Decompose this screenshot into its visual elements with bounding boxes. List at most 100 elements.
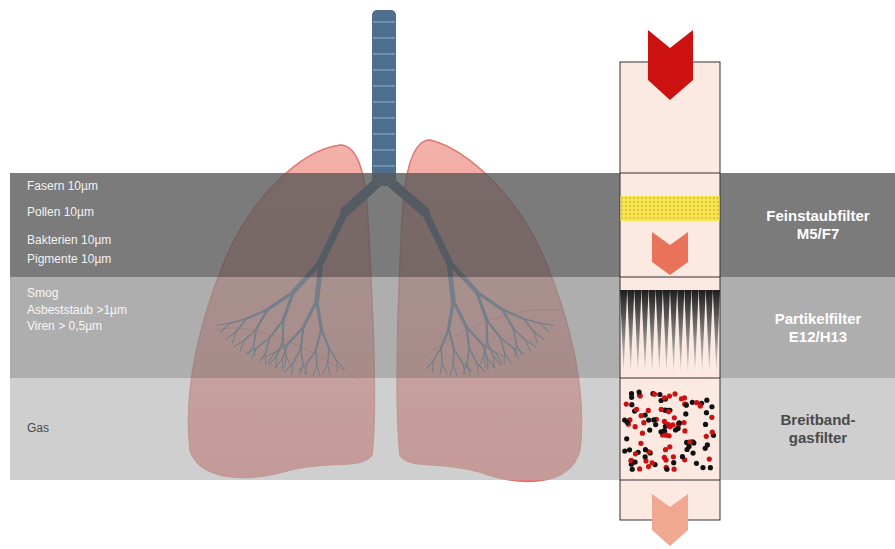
granule	[704, 434, 709, 439]
granule	[667, 444, 672, 449]
trachea-ring	[373, 149, 395, 151]
granule	[663, 433, 668, 438]
granule	[675, 426, 680, 431]
granule	[681, 420, 686, 425]
granule	[708, 465, 713, 470]
filter-pleat	[627, 290, 634, 372]
granule	[704, 410, 709, 415]
filter-stage-band: Fasern 10µmPollen 10µmBakterien 10µmPigm…	[10, 173, 895, 277]
outflow-arrow	[652, 494, 688, 546]
granule	[622, 448, 627, 453]
granule	[684, 403, 689, 408]
granule	[667, 393, 672, 398]
granule	[633, 424, 638, 429]
granule	[700, 465, 705, 470]
granule	[646, 417, 651, 422]
trachea-ring	[373, 165, 395, 167]
granule	[630, 467, 635, 472]
granule	[672, 467, 677, 472]
filter-pleat	[699, 290, 706, 372]
granule	[668, 424, 673, 429]
filter-pleat	[713, 290, 720, 372]
granule	[632, 460, 637, 465]
granule	[710, 430, 715, 435]
granule	[649, 460, 654, 465]
granule	[663, 447, 668, 452]
granule	[709, 415, 714, 420]
filter-stage-band: GasBreitband- gasfilter	[10, 378, 895, 480]
granule	[643, 447, 648, 452]
granule	[641, 420, 646, 425]
granule	[698, 403, 703, 408]
granule	[659, 407, 664, 412]
trachea-ring	[373, 133, 395, 135]
granule	[640, 431, 645, 436]
filter-pleat	[691, 290, 698, 372]
granule	[687, 439, 692, 444]
granule	[662, 395, 667, 400]
granule	[651, 417, 656, 422]
particle-label: Smog	[27, 286, 58, 300]
granule	[690, 450, 695, 455]
filter-pleat	[620, 290, 627, 372]
stage-divider	[620, 173, 720, 174]
filter-pleat	[677, 290, 684, 372]
particle-label: Fasern 10µm	[27, 179, 98, 193]
trachea-ring	[373, 53, 395, 55]
granule	[680, 454, 685, 459]
granule	[627, 447, 632, 452]
trachea-rings	[373, 22, 395, 166]
granule	[709, 404, 714, 409]
pleated-particle-filter	[620, 290, 720, 372]
granule	[633, 451, 638, 456]
filter-pleat	[649, 290, 656, 372]
filter-label: Partikelfilter E12/H13	[752, 310, 884, 346]
filter-pleat	[641, 290, 648, 372]
granule	[638, 441, 643, 446]
trachea-ring	[373, 37, 395, 39]
trachea-ring	[373, 21, 395, 23]
granule	[666, 409, 671, 414]
trachea-ring	[373, 117, 395, 119]
trachea-ring	[373, 69, 395, 71]
particle-label: Bakterien 10µm	[27, 233, 111, 247]
filter-pleat	[670, 290, 677, 372]
granule	[662, 419, 667, 424]
trachea-ring	[373, 101, 395, 103]
granule	[647, 427, 652, 432]
granule	[624, 401, 629, 406]
granule	[652, 392, 657, 397]
granule	[657, 392, 662, 397]
granule	[658, 429, 663, 434]
granule	[634, 407, 639, 412]
granule	[629, 402, 634, 407]
granule	[686, 444, 691, 449]
trachea-ring	[373, 85, 395, 87]
filter-pleat	[634, 290, 641, 372]
granule	[671, 460, 676, 465]
granule	[663, 457, 668, 462]
filter-pleat	[706, 290, 713, 372]
granule	[637, 389, 642, 394]
flow-arrow	[652, 232, 688, 275]
granule	[637, 466, 642, 471]
particle-label: Asbeststaub >1µm	[27, 303, 127, 317]
granule	[671, 454, 676, 459]
stage-divider	[620, 277, 720, 278]
granule	[653, 422, 658, 427]
gas-filter-granules	[622, 389, 716, 471]
granule	[629, 395, 634, 400]
trachea	[372, 10, 396, 186]
filter-pleat	[684, 290, 691, 372]
granule	[694, 461, 699, 466]
granule	[672, 391, 677, 396]
granule	[703, 446, 708, 451]
granule	[639, 413, 644, 418]
granule	[643, 454, 648, 459]
granule	[703, 422, 708, 427]
granule	[646, 464, 651, 469]
particle-label: Viren > 0,5µm	[27, 319, 102, 333]
particle-label: Pollen 10µm	[27, 205, 94, 219]
granule	[646, 408, 651, 413]
